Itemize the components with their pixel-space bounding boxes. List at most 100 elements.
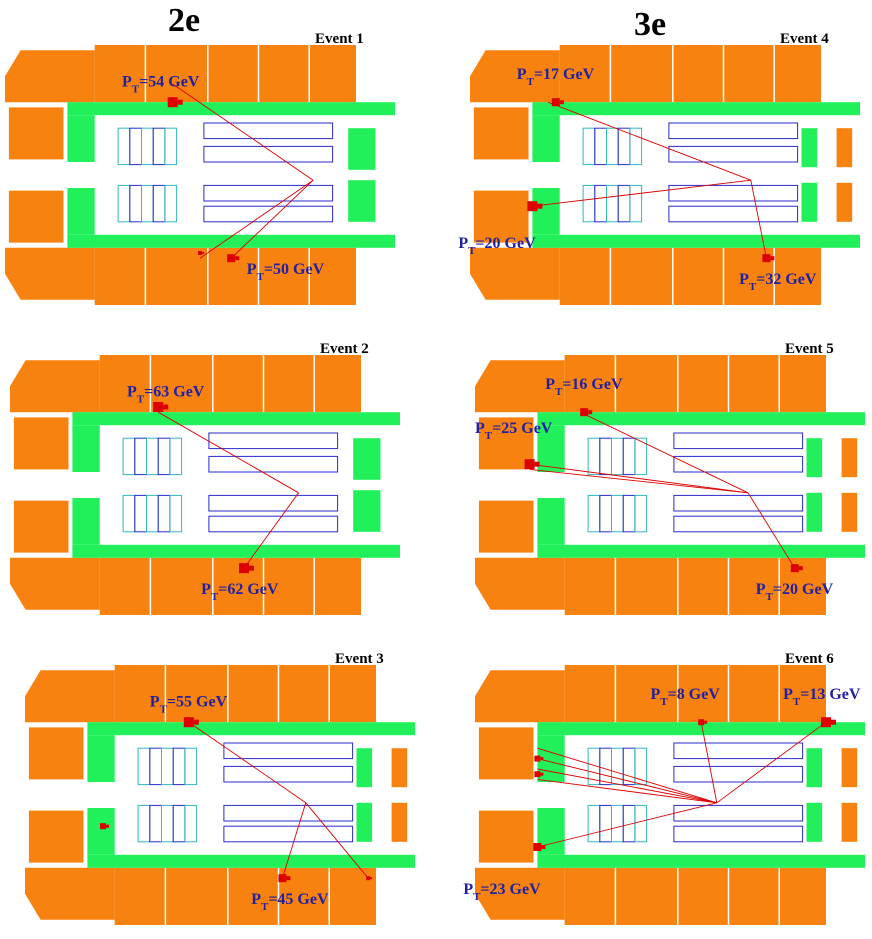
track-line: [750, 180, 767, 259]
deposit-cluster: [198, 251, 202, 255]
track-line: [305, 802, 369, 879]
track-line: [537, 778, 717, 804]
track-line: [199, 179, 314, 259]
track-line: [537, 768, 717, 804]
deposit-cluster: [534, 461, 540, 467]
deposit-cluster: [153, 402, 164, 412]
preshower: [537, 412, 865, 558]
event-label: Event 1: [315, 31, 364, 47]
deposit-cluster: [537, 203, 543, 209]
deposit-cluster: [183, 717, 194, 728]
column-title-2e: 2e: [168, 2, 201, 39]
pt-label: PT=63 GeV: [127, 384, 205, 406]
track-line: [532, 179, 751, 207]
deposit-cluster: [580, 408, 589, 417]
deposit-cluster: [534, 771, 541, 778]
event-panel-2: Event 2 PT=63 GeV PT=62 GeV: [10, 341, 401, 615]
deposit-cluster: [106, 824, 109, 828]
deposit-cluster: [588, 410, 593, 415]
pt-label: PT=8 GeV: [651, 686, 721, 708]
preshower: [72, 412, 401, 558]
deposit-cluster: [798, 566, 803, 571]
deposit-cluster: [790, 564, 799, 573]
deposit-cluster: [533, 843, 542, 851]
pt-label: PT=32 GeV: [739, 271, 817, 293]
deposit-cluster: [286, 876, 291, 881]
deposit-cluster: [821, 717, 831, 728]
pt-label: PT=20 GeV: [756, 581, 834, 603]
pt-label: PT=62 GeV: [201, 581, 279, 603]
tracks: [532, 101, 767, 259]
energy-deposits: [153, 402, 254, 574]
track-line: [700, 722, 718, 803]
deposit-cluster: [541, 845, 546, 849]
deposit-cluster: [831, 719, 836, 725]
pt-label: PT=45 GeV: [251, 891, 329, 913]
event-panel-1: Event 1 PT=54 GeV PT=50 GeV: [5, 31, 396, 305]
event-label: Event 6: [785, 651, 834, 667]
track-line: [537, 758, 717, 804]
preshower: [532, 102, 860, 248]
calorimeter: [25, 665, 408, 925]
event-label: Event 2: [320, 341, 369, 357]
energy-deposits: [527, 98, 775, 263]
deposit-cluster: [704, 720, 708, 724]
deposit-cluster: [366, 876, 371, 881]
pt-label: PT=17 GeV: [517, 66, 595, 88]
track-line: [537, 802, 717, 848]
deposit-cluster: [540, 757, 544, 761]
column-title-3e: 3e: [634, 6, 667, 43]
track-line: [230, 179, 314, 259]
deposit-cluster: [762, 254, 771, 263]
deposit-cluster: [770, 256, 775, 261]
calorimeter: [470, 45, 853, 305]
track-line: [157, 411, 299, 494]
deposit-cluster: [249, 565, 254, 571]
deposit-cluster: [278, 874, 287, 883]
tracks: [188, 721, 369, 879]
deposit-cluster: [202, 252, 204, 254]
deposit-cluster: [551, 98, 560, 107]
pt-label: PT=50 GeV: [247, 261, 325, 283]
deposit-cluster: [524, 459, 535, 470]
deposit-cluster: [235, 256, 240, 261]
preshower: [87, 722, 416, 868]
tracks: [529, 411, 796, 569]
preshower: [537, 722, 865, 868]
track-line: [172, 83, 314, 181]
deposit-cluster: [698, 719, 705, 726]
calorimeter: [5, 45, 356, 305]
track-line: [716, 721, 827, 804]
track-line: [529, 463, 749, 494]
preshower: [67, 102, 396, 248]
deposit-cluster: [163, 404, 169, 410]
tracks: [157, 411, 299, 569]
track-line: [188, 721, 307, 804]
deposit-cluster: [534, 755, 541, 762]
track-line: [537, 747, 717, 804]
deposit-cluster: [100, 823, 106, 830]
pt-label: PT=25 GeV: [475, 420, 553, 442]
tracking-chambers: [587, 432, 804, 533]
deposit-cluster: [540, 772, 544, 776]
deposit-cluster: [527, 201, 538, 212]
pt-label: PT=13 GeV: [783, 686, 861, 708]
deposit-cluster: [239, 563, 249, 574]
energy-deposits: [167, 97, 240, 263]
pt-label: PT=55 GeV: [150, 694, 228, 716]
calorimeter: [10, 355, 361, 615]
energy-deposits: [524, 408, 803, 573]
tracking-chambers: [122, 432, 339, 533]
deposit-cluster: [193, 719, 199, 725]
track-line: [529, 468, 749, 494]
calorimeter: [475, 665, 858, 925]
tracks: [537, 721, 827, 848]
deposit-cluster: [227, 254, 236, 263]
pt-label: PT=54 GeV: [122, 74, 200, 96]
tracking-chambers: [117, 122, 334, 223]
